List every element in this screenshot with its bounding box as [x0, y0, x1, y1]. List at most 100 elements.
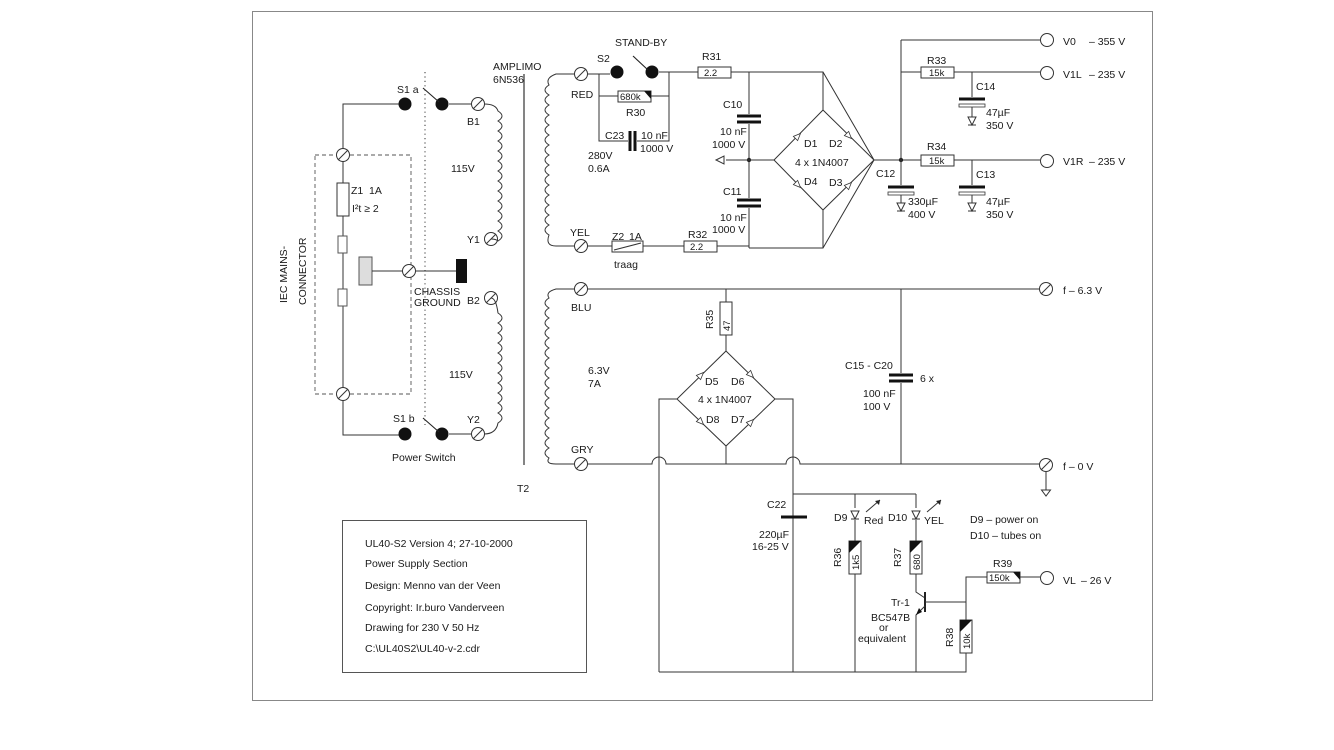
r36-value: 1k5 — [851, 555, 862, 570]
iec-pin-top — [337, 235, 348, 254]
lv-bridge-type: 4 x 1N4007 — [698, 394, 752, 406]
d10-label: D10 — [888, 512, 907, 524]
r31-value: 2.2 — [704, 68, 717, 79]
ht-current: 0.6A — [588, 163, 610, 175]
tr1-equivalent: equivalent — [858, 633, 906, 645]
d9-note: D9 – power on — [970, 514, 1038, 526]
power-switch-caption: Power Switch — [392, 452, 456, 464]
c22-label: C22 — [767, 499, 786, 511]
v1r-name: V1R — [1063, 156, 1084, 168]
iec-pin-bottom — [337, 288, 348, 307]
pin-b1: B1 — [467, 116, 480, 128]
c15-label: C15 - C20 — [845, 360, 893, 372]
switch-s1a-label: S1 a — [397, 84, 419, 96]
fuse-z1-rating: 1A — [369, 185, 382, 197]
c12-voltage: 400 V — [908, 209, 935, 221]
ht-supply: STAND-BY S2 680k R30 C23 10 nF 1000 V R3… — [587, 33, 1125, 271]
r32-label: R32 — [688, 229, 707, 241]
tap-gry: GRY — [571, 444, 594, 456]
title-line-5: Drawing for 230 V 50 Hz — [365, 622, 479, 634]
primary-winding-1 — [483, 103, 503, 242]
pin-y1: Y1 — [467, 234, 480, 246]
transformer-maker: AMPLIMO — [493, 61, 541, 73]
c11-voltage: 1000 V — [712, 224, 745, 236]
d1-label: D1 — [804, 138, 818, 150]
r36-label: R36 — [832, 548, 844, 567]
c23-value: 10 nF — [641, 130, 668, 142]
transformer-t2: AMPLIMO 6N536 T2 115V 115V B1 Y1 B2 Y2 R… — [449, 61, 613, 495]
c13-voltage: 350 V — [986, 209, 1013, 221]
iec-label-2: CONNECTOR — [297, 237, 309, 305]
v1l-value: – 235 V — [1089, 69, 1125, 81]
c15-value: 100 nF — [863, 388, 896, 400]
r38-label: R38 — [944, 628, 956, 647]
c15-voltage: 100 V — [863, 401, 890, 413]
c23-label: C23 — [605, 130, 624, 142]
pin-b2: B2 — [467, 295, 480, 307]
d9-label: D9 — [834, 512, 848, 524]
drawing-frame — [252, 11, 1153, 701]
tr1-type: BC547B — [871, 612, 910, 624]
r37-value: 680 — [912, 554, 923, 570]
d6-label: D6 — [731, 376, 745, 388]
v0-name: V0 — [1063, 36, 1076, 48]
filament-secondary — [544, 288, 575, 465]
chassis-ground-block — [456, 259, 467, 283]
c23-voltage: 1000 V — [640, 143, 673, 155]
d10-colour: YEL — [924, 515, 944, 527]
c10-label: C10 — [723, 99, 742, 111]
title-line-2: Power Supply Section — [365, 558, 468, 570]
z2-value: 1A — [629, 231, 642, 243]
r30-label: R30 — [626, 107, 645, 119]
c22-voltage: 16-25 V — [752, 541, 789, 553]
r31-label: R31 — [702, 51, 721, 63]
fil-current: 7A — [588, 378, 601, 390]
fil-voltage: 6.3V — [588, 365, 610, 377]
c11-label: C11 — [723, 186, 742, 198]
v0-value: – 355 V — [1089, 36, 1125, 48]
ht-bridge-type: 4 x 1N4007 — [795, 157, 849, 169]
c12-value: 330µF — [908, 196, 938, 208]
transformer-type: 6N536 — [493, 74, 524, 86]
pin-y2: Y2 — [467, 414, 480, 426]
v1r-value: – 235 V — [1089, 156, 1125, 168]
c22-value: 220µF — [759, 529, 789, 541]
iec-earth-pin — [358, 256, 373, 286]
tr1-label: Tr-1 — [891, 597, 910, 609]
fuse-z1-label: Z1 — [351, 185, 363, 197]
r39-value: 150k — [989, 573, 1010, 584]
title-line-3: Design: Menno van der Veen — [365, 580, 501, 592]
s2-label: S2 — [597, 53, 610, 65]
vl-name: VL — [1063, 575, 1076, 587]
title-block: UL40-S2 Version 4; 27-10-2000 Power Supp… — [342, 520, 587, 673]
c13-value: 47µF — [986, 196, 1010, 208]
r34-value: 15k — [929, 156, 945, 167]
title-line-1: UL40-S2 Version 4; 27-10-2000 — [365, 538, 513, 550]
z2-label: Z2 — [612, 231, 624, 243]
r34-label: R34 — [927, 141, 946, 153]
filament-out: f – 6.3 V — [1063, 285, 1102, 297]
chassis-label-1: CHASSIS — [414, 286, 460, 298]
c12-label: C12 — [876, 168, 895, 180]
filament-zero: f – 0 V — [1063, 461, 1093, 473]
r35-value: 47 — [722, 320, 733, 331]
title-line-6: C:\UL40S2\UL40-v-2.cdr — [365, 643, 480, 655]
z2-note: traag — [614, 259, 638, 271]
d7-label: D7 — [731, 414, 745, 426]
c11-value: 10 nF — [720, 212, 747, 224]
ht-secondary — [544, 73, 575, 247]
primary-voltage-1: 115V — [451, 163, 475, 175]
ht-voltage: 280V — [588, 150, 613, 162]
standby-label: STAND-BY — [615, 37, 667, 49]
d3-label: D3 — [829, 177, 843, 189]
r39-label: R39 — [993, 558, 1012, 570]
v1l-name: V1L — [1063, 69, 1082, 81]
chassis-label-2: GROUND — [414, 297, 461, 309]
primary-winding-2 — [483, 297, 503, 435]
d2-label: D2 — [829, 138, 843, 150]
iec-label-1: IEC MAINS- — [278, 245, 290, 303]
d9-colour: Red — [864, 515, 883, 527]
d5-label: D5 — [705, 376, 719, 388]
transformer-ref: T2 — [517, 483, 529, 495]
